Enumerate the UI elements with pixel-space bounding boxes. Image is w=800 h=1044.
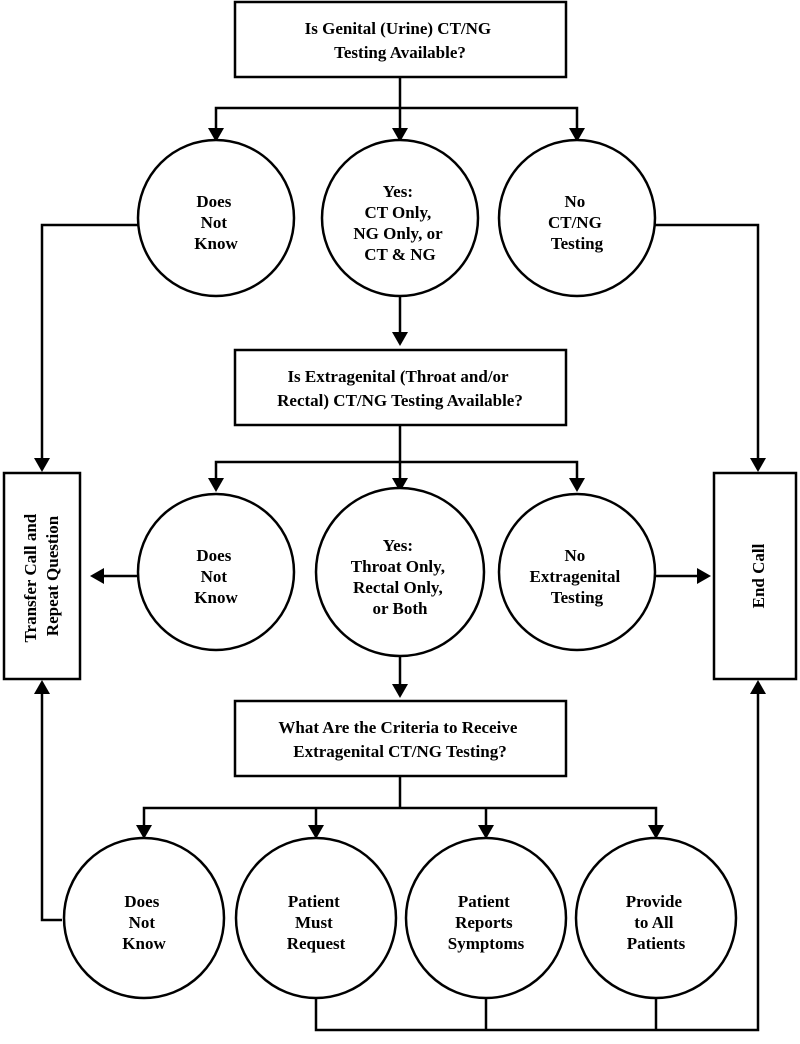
end-call-box: End Call: [712, 471, 798, 681]
question-box-criteria: What Are the Criteria to Receive Extrage…: [233, 699, 568, 778]
connector-q3-branches: [142, 806, 658, 829]
arrowhead: [136, 825, 152, 839]
arrowhead: [90, 568, 104, 584]
arrowhead: [392, 332, 408, 346]
question-box-extragenital: Is Extragenital (Throat and/or Rectal) C…: [233, 348, 568, 427]
answer-extragenital-yes: Yes: Throat Only, Rectal Only, or Both: [314, 486, 486, 658]
connector-bottom-bus-to-end: [314, 690, 760, 1032]
answer-label: No Extragenital Testing: [530, 546, 625, 607]
answer-criteria-patient-must-request: Patient Must Request: [234, 836, 398, 1000]
arrowhead: [208, 128, 224, 142]
arrowhead: [750, 458, 766, 472]
arrowhead: [308, 825, 324, 839]
arrowhead: [750, 680, 766, 694]
arrowhead: [208, 478, 224, 492]
answer-label: Does Not Know: [194, 546, 238, 607]
answer-label: Provide to All Patients: [626, 892, 687, 953]
answer-genital-yes: Yes: CT Only, NG Only, or CT & NG: [320, 138, 480, 298]
arrowhead: [697, 568, 711, 584]
answer-criteria-does-not-know: Does Not Know: [62, 836, 226, 1000]
connector-q1-branches: [214, 106, 579, 128]
answer-extragenital-no: No Extragenital Testing: [497, 492, 657, 652]
question-genital-label: Is Genital (Urine) CT/NG Testing Availab…: [305, 19, 496, 62]
answer-label: Patient Reports Symptoms: [448, 892, 525, 953]
connector-no1-to-end: [653, 223, 760, 464]
connector-q2-branches: [214, 460, 579, 484]
question-extragenital-label: Is Extragenital (Throat and/or Rectal) C…: [277, 367, 523, 410]
connector-dnk3-to-transfer: [40, 690, 62, 922]
answer-criteria-patient-reports-symptoms: Patient Reports Symptoms: [404, 836, 568, 1000]
answer-label: Does Not Know: [194, 192, 238, 253]
arrowhead: [34, 680, 50, 694]
arrowhead: [392, 128, 408, 142]
answer-label: Yes: Throat Only, Rectal Only, or Both: [351, 536, 449, 618]
answer-criteria-provide-to-all: Provide to All Patients: [574, 836, 738, 1000]
arrowheads: [34, 128, 766, 839]
arrowhead: [648, 825, 664, 839]
arrowhead: [478, 825, 494, 839]
question-box-genital: Is Genital (Urine) CT/NG Testing Availab…: [233, 0, 568, 79]
answer-label: Does Not Know: [122, 892, 166, 953]
answer-genital-no: No CT/NG Testing: [497, 138, 657, 298]
arrowhead: [392, 684, 408, 698]
connector-dnk1-to-transfer: [40, 223, 140, 464]
answer-label: Yes: CT Only, NG Only, or CT & NG: [353, 182, 446, 264]
transfer-call-box: Transfer Call and Repeat Question: [2, 471, 82, 681]
answer-extragenital-does-not-know: Does Not Know: [136, 492, 296, 652]
answer-label: No CT/NG Testing: [548, 192, 606, 253]
question-criteria-label: What Are the Criteria to Receive Extrage…: [278, 718, 521, 761]
end-call-label: End Call: [749, 543, 768, 608]
answer-genital-does-not-know: Does Not Know: [136, 138, 296, 298]
arrowhead: [569, 478, 585, 492]
arrowhead: [392, 478, 408, 492]
answer-label: Patient Must Request: [287, 892, 346, 953]
arrowhead: [569, 128, 585, 142]
arrowhead: [34, 458, 50, 472]
transfer-call-label: Transfer Call and Repeat Question: [21, 509, 62, 642]
